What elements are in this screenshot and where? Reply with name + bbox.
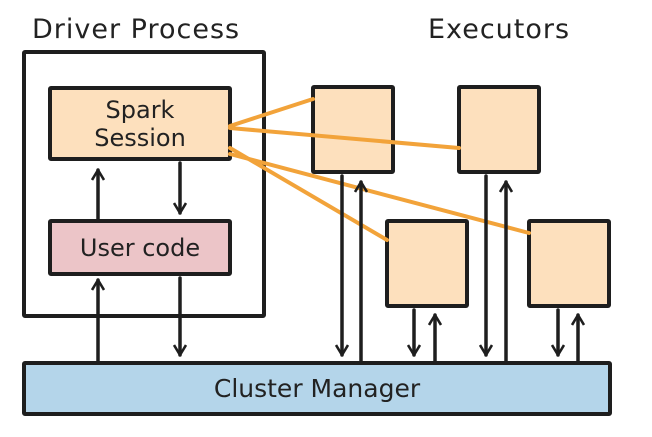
executor-box (385, 219, 469, 308)
session-executor-wire (228, 126, 461, 150)
session-executor-wire (228, 152, 531, 235)
cluster-manager-label: Cluster Manager (213, 374, 421, 403)
spark-session-box: Spark Session (48, 86, 232, 161)
executor-box (527, 219, 611, 308)
executor-box (311, 85, 395, 174)
executor-box (457, 85, 541, 174)
cluster-manager-box: Cluster Manager (22, 361, 612, 416)
user-code-box: User code (48, 219, 232, 276)
spark-session-label-line1: Spark (105, 95, 175, 124)
spark-session-label-line2: Session (94, 123, 186, 152)
driver-process-title: Driver Process (32, 14, 241, 45)
executors-title: Executors (428, 14, 571, 45)
session-executor-wire (228, 97, 315, 128)
user-code-label: User code (79, 233, 201, 262)
